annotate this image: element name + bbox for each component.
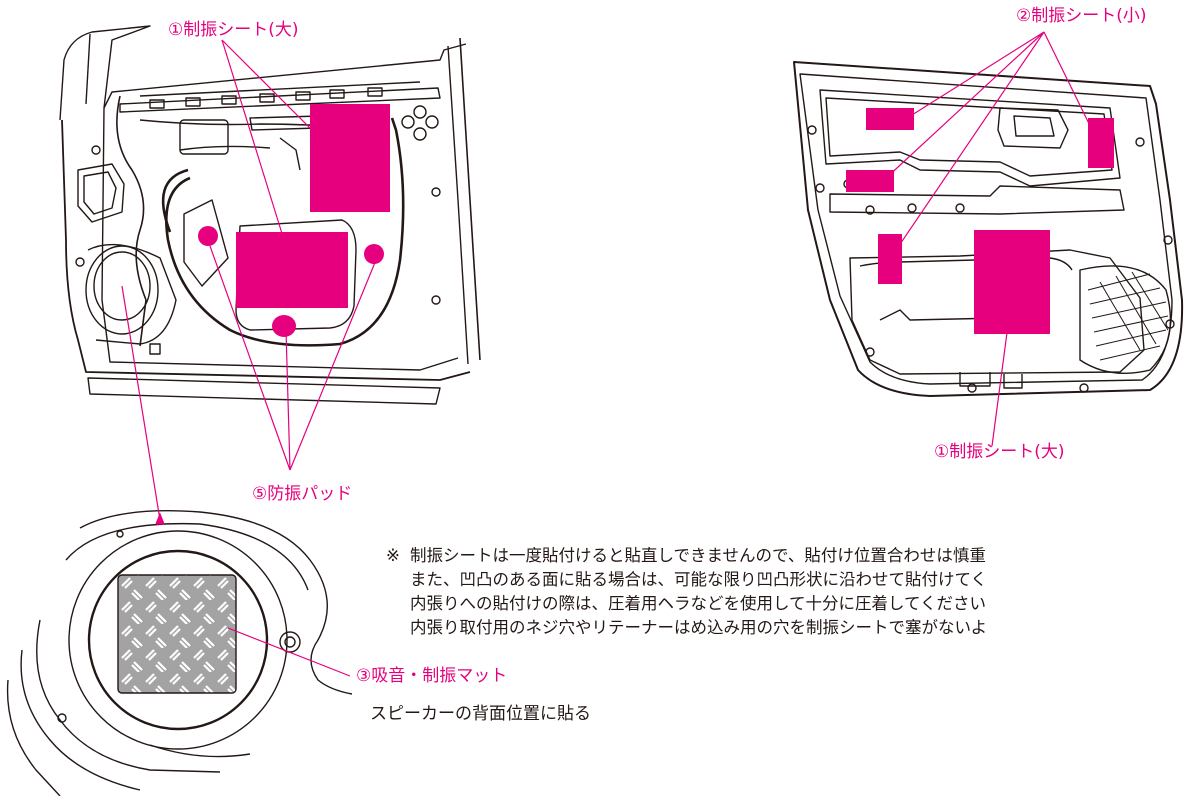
- pad-bottom: [272, 315, 296, 337]
- callout-sheet-large-right: ①制振シート(大): [934, 442, 1065, 462]
- sheet-large-lower: [236, 232, 348, 308]
- caution-note: ※ 制振シートは一度貼付けると貼直しできませんので、貼付け位置合わせは慎重 また…: [386, 544, 1194, 640]
- callout-sheet-small: ②制振シート(小): [1016, 6, 1147, 26]
- callout-sheet-large-top: ①制振シート(大): [168, 20, 299, 40]
- callout-mat: ③吸音・制振マット: [356, 666, 508, 686]
- pad-right: [364, 244, 384, 264]
- sheet-large-upper: [310, 104, 390, 212]
- leader-lines: [121, 31, 1099, 677]
- right-door-damping-parts: [846, 108, 1114, 334]
- note-line-2: また、凹凸のある面に貼る場合は、可能な限り凹凸形状に沿わせて貼付けてく: [410, 570, 988, 589]
- sheet-small-3: [878, 234, 902, 284]
- note-line-4: 内張り取付用のネジ穴やリテーナーはめ込み用の穴を制振シートで塞がないよ: [410, 618, 988, 637]
- sheet-small-4: [1088, 118, 1114, 168]
- pad-left: [198, 226, 218, 246]
- sheet-large-right: [974, 230, 1050, 334]
- door-trim-illustration: [793, 61, 1184, 397]
- left-door-damping-parts: [198, 104, 390, 337]
- sound-absorbing-mat: [117, 574, 237, 694]
- sheet-small-1: [866, 108, 914, 130]
- door-panel-illustration: [59, 25, 481, 405]
- note-line-3: 内張りへの貼付けの際は、圧着用ヘラなどを使用して十分に圧着してください: [410, 594, 987, 613]
- callout-pads: ⑤防振パッド: [252, 484, 353, 504]
- mat-instruction: スピーカーの背面位置に貼る: [370, 704, 591, 724]
- sheet-small-2: [846, 170, 894, 192]
- note-mark: ※: [386, 546, 400, 565]
- speaker-closeup-illustration: [6, 510, 353, 796]
- note-line-1: 制振シートは一度貼付けると貼直しできませんので、貼付け位置合わせは慎重: [410, 546, 986, 565]
